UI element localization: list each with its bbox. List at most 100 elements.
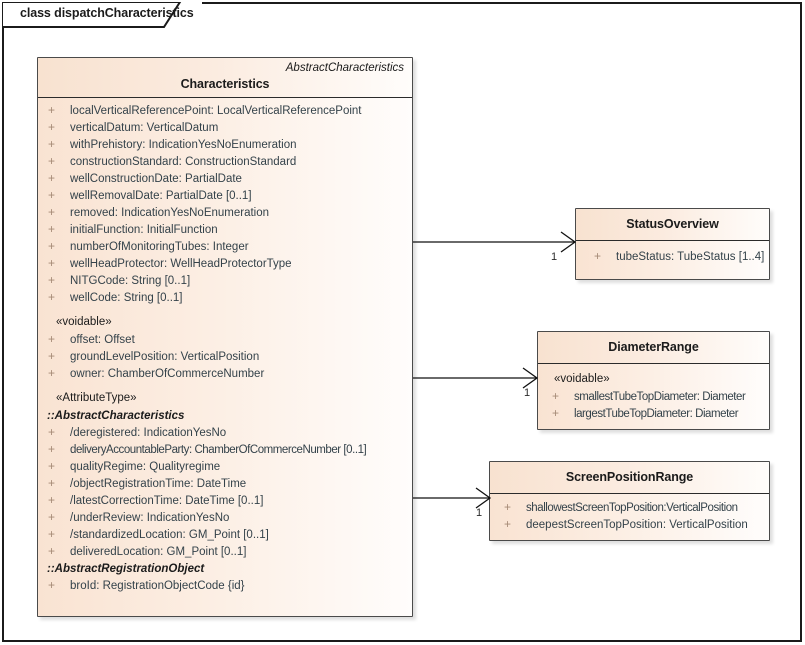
attribute-row: +verticalDatum: VerticalDatum <box>38 119 412 136</box>
attribute-row: + NITGCode: String [0..1] <box>38 272 412 289</box>
attribute-row: +/deregistered: IndicationYesNo <box>38 424 412 441</box>
class-body-characteristics: + localVerticalReferencePoint: LocalVerti… <box>38 98 412 599</box>
attribute-visibility: + <box>48 425 56 439</box>
attribute-row: + wellHeadProtector: WellHeadProtectorTyp… <box>38 255 412 272</box>
attribute-visibility: + <box>48 442 56 456</box>
attribute-row: + initialFunction: InitialFunction <box>38 221 412 238</box>
title-tab-shape <box>2 2 182 28</box>
attribute-group-primary: + localVerticalReferencePoint: LocalVerti… <box>38 102 412 306</box>
attribute-row: + smallestTubeTopDiameter: Diameter <box>538 388 769 405</box>
attribute-signature: deepestScreenTopPosition: VerticalPositi… <box>526 519 748 531</box>
attribute-visibility: + <box>48 273 56 287</box>
attribute-visibility: + <box>504 500 512 514</box>
attribute-visibility: + <box>48 154 56 168</box>
attribute-visibility: + <box>48 222 56 236</box>
class-header-statusoverview: StatusOverview <box>576 209 769 241</box>
attribute-row: +numberOfMonitoringTubes: Integer <box>38 238 412 255</box>
stereotype-voidable: «voidable» <box>56 316 112 328</box>
class-box-diameterrange[interactable]: DiameterRange «voidable» +smallestTubeTo… <box>537 331 770 430</box>
attribute-row: +wellCode: String [0..1] <box>38 289 412 306</box>
attribute-signature: verticalDatum: VerticalDatum <box>70 122 219 134</box>
attribute-group: + smallestTubeTopDiameter: Diameter + large… <box>538 388 769 422</box>
class-stereotype-abstractcharacteristics: AbstractCharacteristics <box>285 62 404 74</box>
attribute-signature: /standardizedLocation: GM_Point [0..1] <box>70 529 269 541</box>
attribute-signature: /latestCorrectionTime: DateTime [0..1] <box>70 495 264 507</box>
multiplicity-screenpositionrange: 1 <box>476 507 483 519</box>
attribute-group: +tubeStatus: TubeStatus [1..4] <box>576 248 769 265</box>
attribute-row: + localVerticalReferencePoint: LocalVerti… <box>38 102 412 119</box>
attribute-row: + broId: RegistrationObjectCode {id} <box>38 577 412 594</box>
attribute-visibility: + <box>48 459 56 473</box>
attribute-visibility: + <box>552 406 560 420</box>
attribute-group-inherited-2: + broId: RegistrationObjectCode {id} <box>38 577 412 594</box>
attribute-signature: removed: IndicationYesNoEnumeration <box>70 207 270 219</box>
class-box-screenpositionrange[interactable]: ScreenPositionRange + shallowestScreenTop… <box>489 461 770 541</box>
attribute-row: +/objectRegistrationTime: DateTime <box>38 475 412 492</box>
attribute-row: + deepestScreenTopPosition: VerticalPosit… <box>490 516 769 533</box>
attribute-visibility: + <box>48 103 56 117</box>
attribute-row: +owner: ChamberOfCommerceNumber <box>38 365 412 382</box>
attribute-row: +tubeStatus: TubeStatus [1..4] <box>576 248 769 265</box>
attribute-signature: localVerticalReferencePoint: LocalVertic… <box>70 105 362 117</box>
attribute-visibility: + <box>48 256 56 270</box>
connector-characteristics-screenpositionrange[interactable] <box>413 484 508 514</box>
attribute-row: +/underReview: IndicationYesNo <box>38 509 412 526</box>
attribute-visibility: + <box>552 389 560 403</box>
inherited-group-abstractregistrationobject: ::AbstractRegistrationObject <box>47 563 205 575</box>
attribute-visibility: + <box>48 205 56 219</box>
attribute-signature: NITGCode: String [0..1] <box>70 275 191 287</box>
attribute-row: + constructionStandard: ConstructionStand… <box>38 153 412 170</box>
attribute-group: + shallowestScreenTopPosition:VerticalPos… <box>490 499 769 533</box>
attribute-signature: initialFunction: InitialFunction <box>70 224 218 236</box>
attribute-signature: wellConstructionDate: PartialDate <box>70 173 242 185</box>
attribute-visibility: + <box>48 527 56 541</box>
attribute-row: +withPrehistory: IndicationYesNoEnumerat… <box>38 136 412 153</box>
attribute-signature: smallestTubeTopDiameter: Diameter <box>574 391 746 403</box>
attribute-signature: wellHeadProtector: WellHeadProtectorType <box>70 258 292 270</box>
attribute-row: + largestTubeTopDiameter: Diameter <box>538 405 769 422</box>
attribute-signature: groundLevelPosition: VerticalPosition <box>70 351 260 363</box>
class-box-statusoverview[interactable]: StatusOverview +tubeStatus: TubeStatus [… <box>575 208 770 280</box>
attribute-row: +groundLevelPosition: VerticalPosition <box>38 348 412 365</box>
attribute-signature: deliveredLocation: GM_Point [0..1] <box>70 546 247 558</box>
attribute-signature: deliveryAccountableParty: ChamberOfComme… <box>70 444 367 456</box>
attribute-signature: constructionStandard: ConstructionStanda… <box>70 156 297 168</box>
attribute-visibility: + <box>48 137 56 151</box>
attribute-group-inherited-1: +/deregistered: IndicationYesNo+delivery… <box>38 424 412 560</box>
connector-characteristics-diameterrange[interactable] <box>413 364 553 394</box>
attribute-row: + wellConstructionDate: PartialDate <box>38 170 412 187</box>
attribute-visibility: + <box>48 171 56 185</box>
stereotype-attributetype: «AttributeType» <box>56 392 137 404</box>
attribute-row: + qualityRegime: Qualityregime <box>38 458 412 475</box>
attribute-signature: wellRemovalDate: PartialDate [0..1] <box>70 190 252 202</box>
class-body-statusoverview: +tubeStatus: TubeStatus [1..4] <box>576 241 769 270</box>
attribute-row: + /standardizedLocation: GM_Point [0..1] <box>38 526 412 543</box>
diagram-title-tab[interactable]: class dispatchCharacteristics <box>2 2 202 28</box>
attribute-visibility: + <box>48 332 56 346</box>
attribute-signature: broId: RegistrationObjectCode {id} <box>70 580 245 592</box>
multiplicity-diameterrange: 1 <box>524 387 531 399</box>
attribute-signature: largestTubeTopDiameter: Diameter <box>574 408 739 420</box>
attribute-row: + removed: IndicationYesNoEnumeration <box>38 204 412 221</box>
attribute-signature: wellCode: String [0..1] <box>70 292 183 304</box>
attribute-visibility: + <box>48 578 56 592</box>
attribute-visibility: + <box>48 239 56 253</box>
attribute-row: + shallowestScreenTopPosition:VerticalPos… <box>490 499 769 516</box>
multiplicity-statusoverview: 1 <box>551 251 558 263</box>
attribute-visibility: + <box>504 517 512 531</box>
attribute-visibility: + <box>48 510 56 524</box>
stereotype-voidable-diameterrange: «voidable» <box>554 373 610 385</box>
attribute-signature: offset: Offset <box>70 334 135 346</box>
attribute-signature: shallowestScreenTopPosition:VerticalPosi… <box>526 502 738 514</box>
attribute-row: +wellRemovalDate: PartialDate [0..1] <box>38 187 412 204</box>
class-name-statusoverview: StatusOverview <box>626 217 719 231</box>
class-box-characteristics[interactable]: AbstractCharacteristics Characteristics … <box>37 57 413 617</box>
attribute-visibility: + <box>48 493 56 507</box>
attribute-signature: qualityRegime: Qualityregime <box>70 461 221 473</box>
attribute-signature: owner: ChamberOfCommerceNumber <box>70 368 265 380</box>
attribute-group-voidable: + offset: Offset +groundLevelPosition: Ver… <box>38 331 412 382</box>
connector-characteristics-statusoverview[interactable] <box>413 228 588 258</box>
attribute-signature: /objectRegistrationTime: DateTime <box>70 478 247 490</box>
class-header-screenpositionrange: ScreenPositionRange <box>490 462 769 494</box>
